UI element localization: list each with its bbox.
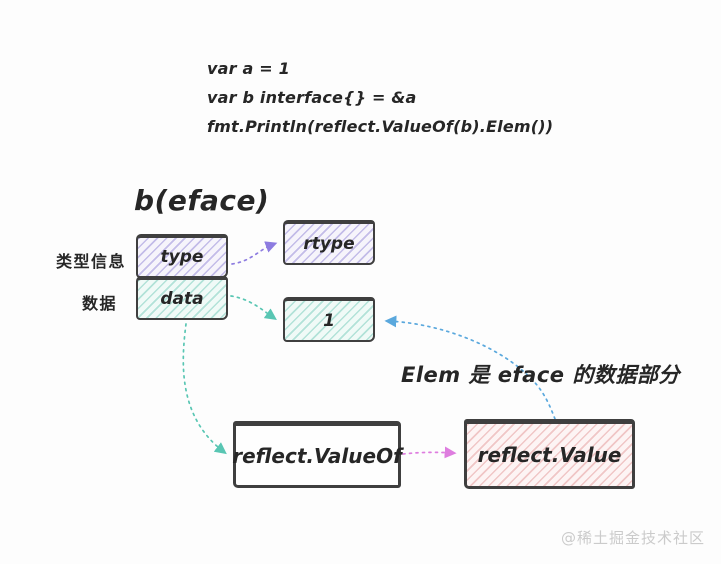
eface-type-label: type: [160, 247, 204, 267]
reflect-valueof-box: reflect.ValueOf: [232, 421, 402, 488]
eface-title: b(eface): [134, 184, 270, 217]
arrow-type-to-rtype: [231, 241, 278, 265]
rtype-box: rtype: [283, 220, 375, 265]
code-line: var b interface{} = &a: [207, 88, 417, 107]
reflect-value-label: reflect.Value: [477, 443, 622, 467]
label-type-info: 类型信息: [56, 252, 127, 271]
rtype-label: rtype: [303, 233, 355, 254]
arrow-data-to-value: [230, 295, 277, 321]
reflect-value-box: reflect.Value: [464, 419, 635, 489]
arrow-valueof-to-value: [402, 446, 457, 459]
eface-data-label: data: [160, 289, 204, 309]
arrow-data-to-valueof: [182, 323, 227, 455]
code-line: var a = 1: [207, 59, 290, 78]
watermark: @稀土掘金技术社区: [560, 529, 705, 547]
elem-annotation: Elem 是 eface 的数据部分: [401, 363, 680, 387]
label-data: 数据: [82, 294, 118, 313]
code-line: fmt.Println(reflect.ValueOf(b).Elem()): [207, 117, 554, 136]
eface-data-cell: data: [136, 276, 228, 320]
value-label: 1: [323, 310, 335, 331]
reflect-valueof-label: reflect.ValueOf: [232, 443, 402, 468]
eface-type-cell: type: [136, 234, 228, 278]
value-box: 1: [283, 297, 375, 342]
arrow-reflectvalue-to-one: [384, 315, 556, 420]
code-snippet: var a = 1 var b interface{} = &a fmt.Pri…: [207, 54, 553, 141]
